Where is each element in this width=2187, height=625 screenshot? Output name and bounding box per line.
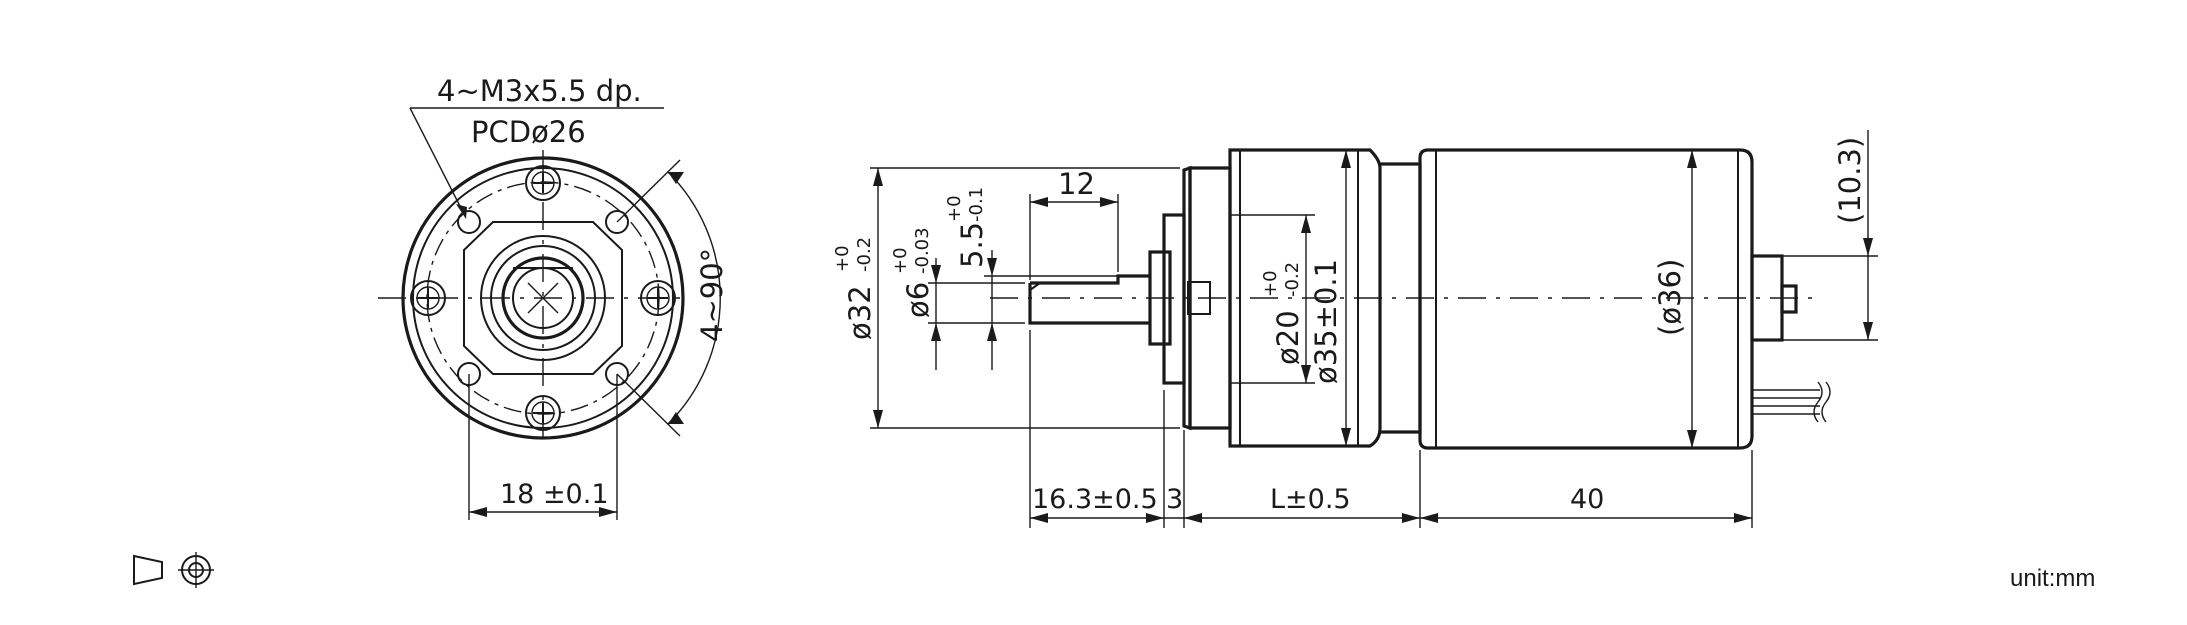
projection-cone-icon: [133, 554, 163, 586]
hole-callout-text: 4~M3x5.5 dp.: [437, 74, 642, 108]
d32-tol-lower: -0.2: [854, 237, 875, 272]
d36-text: (ø36): [1653, 259, 1687, 336]
width-dim-text: 18 ±0.1: [500, 479, 609, 510]
motor-length-text: 40: [1570, 484, 1604, 515]
callout-arrowhead: [456, 204, 467, 219]
d32-arrow-top: [873, 168, 883, 186]
bot-arrow-2: [1146, 513, 1164, 523]
flat-label: 5.5 +0 -0.1: [944, 187, 989, 268]
output-shaft: [1028, 274, 1150, 325]
angle-arrow-top: [668, 172, 684, 184]
flange-thickness-text: 3: [1166, 484, 1183, 515]
shaft-end-outer: [501, 256, 585, 340]
d6-main: ø6: [901, 282, 935, 318]
flange-slot: [1187, 281, 1211, 315]
lead-wires: [1752, 389, 1820, 415]
d32-main: ø32: [843, 285, 877, 340]
pcd-text: PCDø26: [471, 115, 586, 149]
len12-text: 12: [1058, 167, 1095, 201]
screw-left: [410, 280, 446, 316]
rear-shaft-stub: [1780, 284, 1798, 314]
angle-arc: [667, 171, 721, 425]
units-label: unit:mm: [2010, 565, 2095, 592]
d20-label: ø20 +0 -0.2: [1260, 262, 1305, 365]
d6-arrow-top: [931, 265, 941, 283]
screw-right: [640, 280, 676, 316]
boss-ring: [480, 235, 606, 361]
bot-arrow-1: [1030, 513, 1048, 523]
width-arrow-left: [469, 507, 487, 517]
front-flange: [1162, 213, 1186, 385]
shaft-cross-2: [527, 282, 559, 314]
angle-ext-top: [616, 159, 681, 223]
len12-arrow-left: [1030, 197, 1048, 207]
flat-arrow-bottom: [987, 323, 997, 341]
front-inner-ring: [412, 167, 674, 429]
d6-label: ø6 +0 -0.03: [890, 227, 935, 318]
d6-tol-lower: -0.03: [912, 227, 933, 274]
wire-break-1: [1813, 381, 1823, 423]
d20-main: ø20: [1271, 310, 1305, 365]
bearing-boss: [1148, 250, 1172, 346]
d6-arrow-bottom: [931, 323, 941, 341]
d35-arrow-bottom: [1341, 428, 1351, 446]
d20-tol-upper: +0: [1260, 270, 1281, 297]
front-outer-ring: [401, 156, 685, 440]
center-boss: [463, 221, 623, 375]
bot-arrow-4: [1402, 513, 1420, 523]
projection-symbol: [133, 552, 214, 588]
shaft-chamfer: [1029, 282, 1041, 291]
d20-arrow-top: [1301, 215, 1311, 233]
flat-main: 5.5: [955, 222, 989, 268]
d20-arrow-bottom: [1301, 365, 1311, 383]
flat-tol-lower: -0.1: [966, 187, 987, 222]
d32-arrow-bottom: [873, 410, 883, 428]
bearing-ring: [490, 245, 596, 351]
d32-tol-upper: +0: [832, 245, 853, 272]
d35-text: ø35±0.1: [1309, 259, 1343, 384]
t103-arrow-bottom: [1863, 322, 1873, 340]
t103-arrow-top: [1863, 238, 1873, 256]
gearbox-housing: [1228, 148, 1382, 448]
m3-hole-top-right: [605, 210, 629, 234]
d35-arrow-top: [1341, 150, 1351, 168]
flat-arrow-top: [987, 258, 997, 276]
bot-arrow-6: [1734, 513, 1752, 523]
flat-tol-upper: +0: [944, 195, 965, 222]
d32-label: ø32 +0 -0.2: [832, 237, 877, 340]
wire-break-2: [1821, 381, 1831, 423]
side-view: ø32 +0 -0.2 ø6 +0 -0.03 5.5 +0 -0.1: [832, 130, 1878, 528]
callout-leader: [409, 107, 465, 215]
len12-arrow-right: [1100, 197, 1118, 207]
d6-tol-upper: +0: [890, 247, 911, 274]
d20-tol-lower: -0.2: [1282, 262, 1303, 297]
gearbox-length-text: L±0.5: [1270, 484, 1351, 515]
angle-text: 4~90°: [695, 248, 729, 342]
m3-hole-top-left: [457, 210, 481, 234]
angle-arrow-bottom: [668, 412, 684, 424]
screw-bottom: [525, 395, 561, 431]
shaft-extension-text: 16.3±0.5: [1032, 484, 1158, 515]
bot-arrow-5: [1420, 513, 1438, 523]
angle-ext-bottom: [616, 373, 681, 437]
bot-arrow-3: [1184, 513, 1202, 523]
d36-arrow-bottom: [1687, 430, 1697, 448]
motor-can: [1418, 148, 1754, 450]
d36-arrow-top: [1687, 150, 1697, 168]
t103-text: (10.3): [1833, 137, 1867, 224]
screw-top: [525, 165, 561, 201]
width-arrow-right: [599, 507, 617, 517]
front-view: 4~M3x5.5 dp. PCDø26 4~90° 18 ±0.1: [378, 74, 729, 520]
